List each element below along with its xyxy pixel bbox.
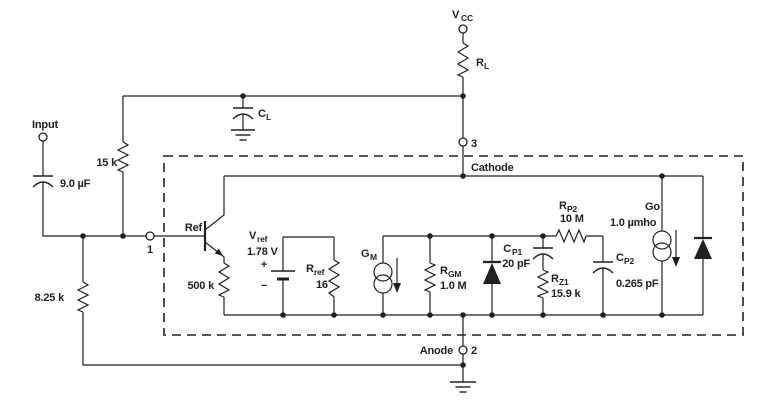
cp2-label-sub: P2 [624,256,634,266]
rz1-label-sub: Z1 [559,277,569,287]
vref-plus-sign: + [261,259,267,271]
anode-ground-symbol [450,381,476,393]
rp2-value: 10 M [560,213,584,225]
rgm-resistor: R GM 1.0 M [423,262,467,293]
rgm-label-sub: GM [448,269,461,279]
rref-label-sub: ref [314,267,325,277]
r15k-resistor: 15 k [96,141,130,173]
junction-dots [80,93,665,368]
cl-label-sub: L [266,112,271,122]
rz1-resistor: R Z1 15.9 k [536,269,582,300]
rgm-label: R [440,265,448,277]
ref-transistor: Ref [185,221,223,256]
cl-capacitor: C L [232,107,271,122]
pin2-terminal: Anode 2 [420,345,477,357]
input-capacitor: 9.0 µF [32,175,91,190]
input-label: Input [32,119,58,131]
vref-minus-sign: − [261,280,267,292]
pin3-terminal: 3 [458,137,477,150]
input-terminal: Input [32,119,59,142]
go-value: 1.0 µmho [610,217,657,229]
cp1-label: C [503,243,511,255]
gm-current-source: G M [361,248,401,294]
vref-source: V ref 1.78 V + − [247,230,295,292]
rl-resistor: R L [456,42,489,78]
go-label: Go [645,201,660,213]
device-boundary-box [163,155,744,336]
pin2-label: 2 [471,345,477,357]
r500k-resistor: 500 k [187,262,231,298]
gm-label-sub: M [370,252,377,262]
cp1-value: 20 pF [502,258,530,270]
input-capacitor-value: 9.0 µF [60,178,91,190]
vref-label: V [249,230,257,242]
rref-label: R [306,263,314,275]
r15k-value: 15 k [96,157,118,169]
rref-value: 16 [316,279,328,291]
anode-label: Anode [420,345,453,357]
cp2-value: 0.265 pF [616,278,659,290]
vcc-label-sub: CC [461,13,473,23]
vref-value: 1.78 V [247,246,278,258]
rref-resistor: R ref 16 [306,259,341,298]
pin1-terminal: 1 [145,231,155,256]
vcc-terminal: V CC [452,9,473,34]
cl-ground-symbol [231,129,255,141]
cp1-label-sub: P1 [512,247,522,257]
output-diode [694,236,712,259]
ref-label: Ref [185,222,203,234]
rl-label: R [476,57,484,69]
pin1-label: 1 [147,244,153,256]
vref-label-sub: ref [257,234,268,244]
clamp-diode [483,260,501,284]
cp2-capacitor: C P2 0.265 pF [592,252,659,290]
rgm-value: 1.0 M [440,280,467,292]
cp1-capacitor: C P1 20 pF [502,243,554,270]
r500k-value: 500 k [187,280,215,292]
cathode-label: Cathode [471,162,514,174]
cp2-label: C [616,252,624,264]
rp2-label: R [559,200,567,212]
pin3-label: 3 [471,138,477,150]
r825k-resistor: 8.25 k [35,281,90,313]
vcc-label: V [452,9,460,21]
cl-label: C [258,108,266,120]
rp2-resistor: R P2 10 M [555,200,587,244]
rp2-label-sub: P2 [567,204,577,214]
rl-label-sub: L [484,61,489,71]
rz1-label: R [551,273,559,285]
r825k-value: 8.25 k [35,292,65,304]
go-current-source: Go 1.0 µmho [610,201,680,267]
rz1-value: 15.9 k [551,288,581,300]
gm-label: G [361,248,369,260]
